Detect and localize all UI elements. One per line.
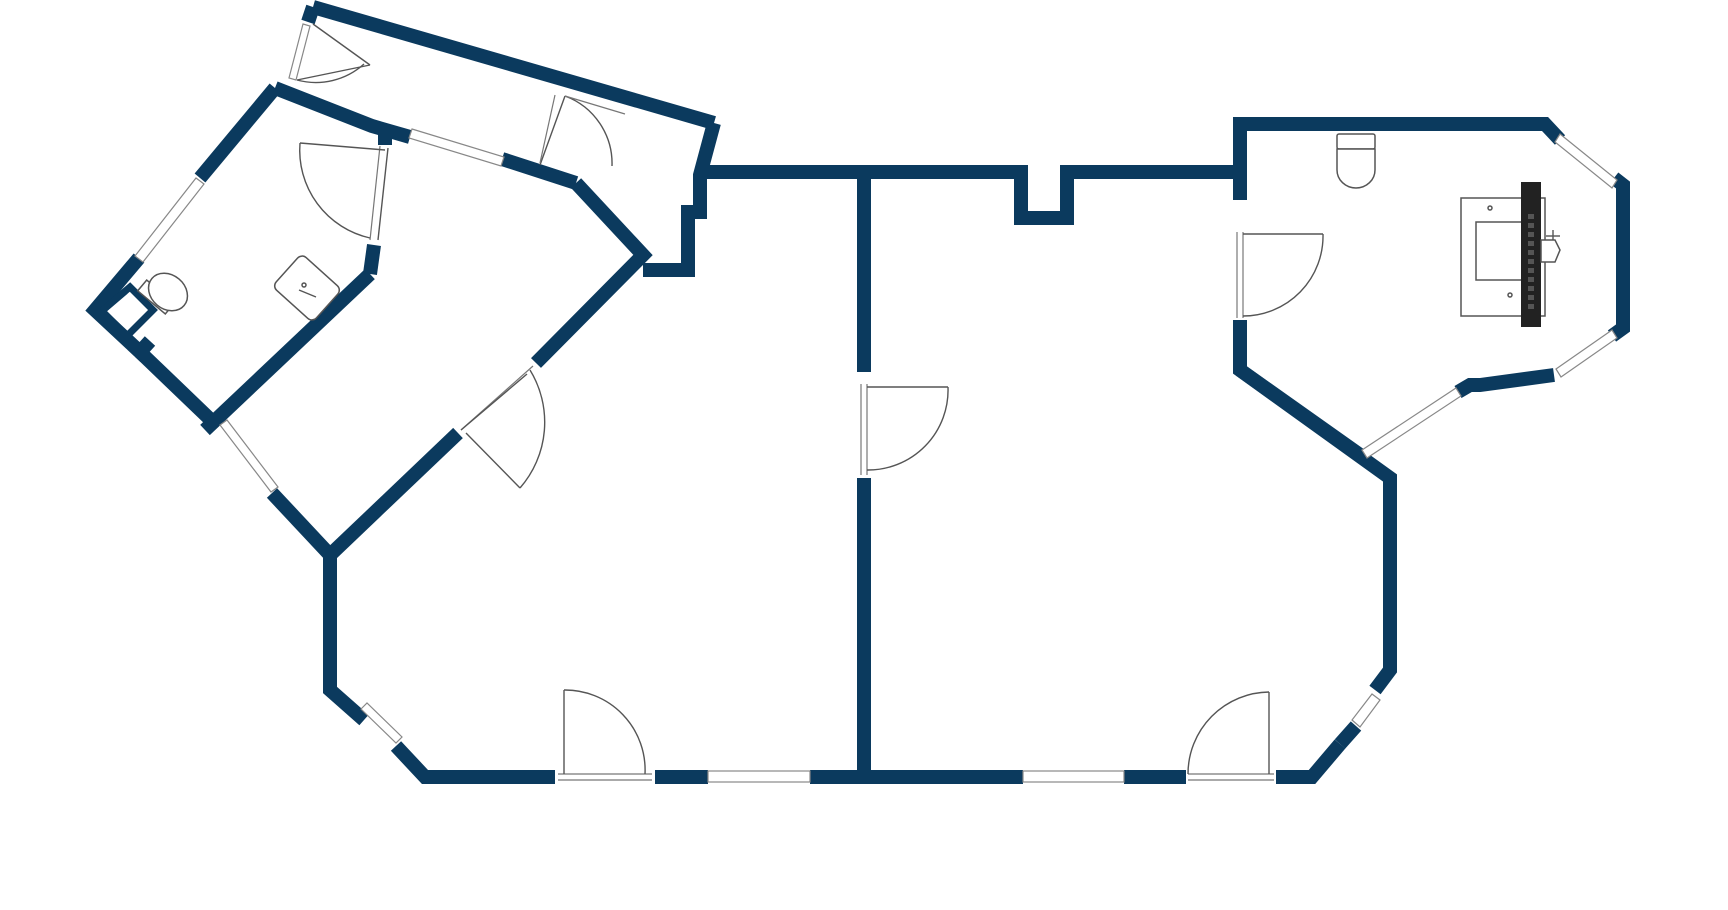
window-left-room-sw [360, 702, 403, 744]
wall-right-bath-west-lower [1233, 320, 1365, 461]
wall-corridor-bottom-right [499, 152, 579, 190]
washbasin-icon [273, 255, 341, 321]
door-left-room-entrance [558, 689, 652, 781]
toilet-icon-right [1336, 133, 1376, 189]
wall-corridor-top [311, 0, 716, 130]
wall-bathroom-upper-left [194, 83, 281, 183]
window-bathroom-west [134, 177, 205, 263]
windows [134, 23, 1618, 783]
wall-hall-diagonal-upper [531, 178, 653, 368]
wall-corridor-bottom-left [272, 81, 412, 144]
window-right-room-se [1351, 693, 1381, 728]
wall-bathroom-lower-left [135, 346, 221, 431]
wall-bathroom-inner-stub [363, 244, 381, 275]
wall-right-bath-east [1607, 172, 1630, 342]
door-right-bathroom [1236, 232, 1324, 318]
washbasin-icon-right [1460, 182, 1561, 327]
wall-bathroom-inner [200, 268, 375, 436]
wall-hall-diagonal-lower [325, 427, 463, 561]
wall-bottom-right-end [1276, 739, 1346, 784]
window-right-bath-sw [1361, 387, 1462, 459]
wall-left-room-west [323, 555, 369, 726]
door-bathroom [299, 142, 389, 241]
door-corridor-middle [539, 94, 626, 167]
door-hall [460, 365, 546, 489]
wall-right-bath-south [1454, 368, 1555, 399]
door-corridor-left [296, 23, 371, 84]
window-bottom-2 [1022, 770, 1125, 783]
wall-right-bath-west [1233, 117, 1566, 178]
wall-top-main [700, 165, 1234, 225]
wall-corridor-top-jamb [301, 4, 320, 25]
door-central [860, 384, 949, 475]
wall-left-room-sw [390, 741, 555, 784]
wall-bathroom-shaft [99, 282, 158, 341]
wall-right-room-se [1334, 721, 1362, 749]
wall-corridor-right [643, 121, 721, 277]
wall-left-lower-diagonal [266, 488, 336, 560]
door-right-room-entrance [1187, 691, 1274, 781]
window-right-bath-se [1555, 329, 1618, 378]
fixtures [136, 133, 1561, 327]
window-right-bath-ne [1554, 133, 1618, 189]
toilet-icon [136, 272, 189, 315]
window-bottom-1 [707, 770, 811, 783]
wall-bathroom-left [85, 253, 156, 362]
doors [296, 23, 1324, 781]
window-corridor-left [288, 23, 311, 81]
walls [85, 0, 1630, 784]
window-bathroom-top [408, 128, 505, 167]
window-bathroom-south [219, 419, 279, 493]
